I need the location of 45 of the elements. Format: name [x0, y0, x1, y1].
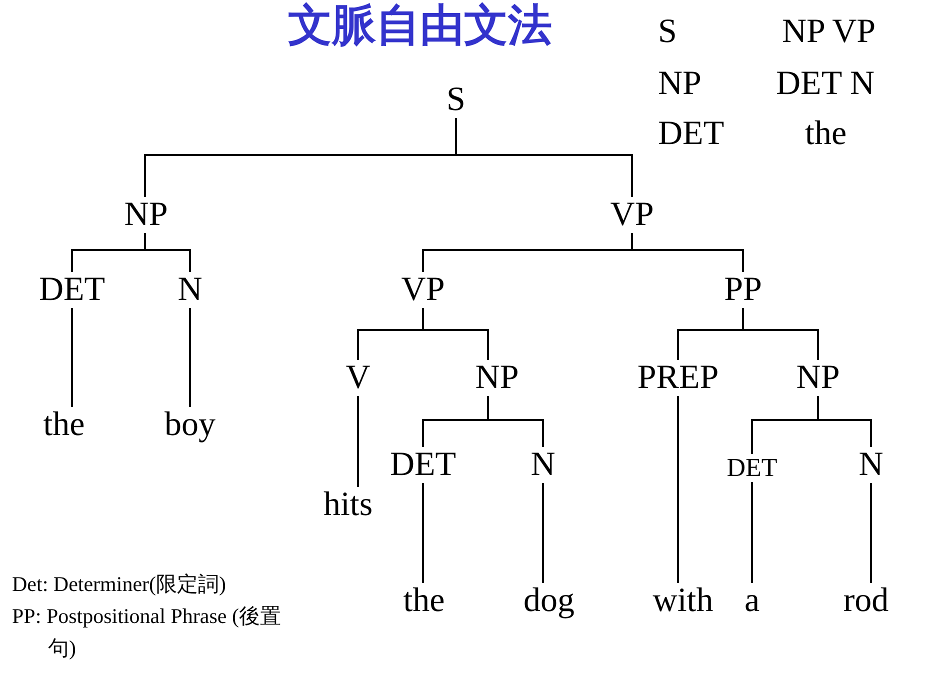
- tree-label: N: [858, 448, 884, 482]
- tree-branch: [357, 396, 359, 487]
- tree-label: dog: [524, 584, 574, 618]
- tree-branch: [817, 396, 872, 447]
- rule-symbol: NP VP: [782, 15, 876, 49]
- tree-label: hits: [323, 488, 373, 522]
- tree-branch: [422, 308, 489, 360]
- rule-symbol: NP: [658, 67, 702, 101]
- tree-branch: [144, 233, 191, 272]
- rule-symbol: DET: [658, 117, 724, 151]
- tree-label: a: [744, 584, 760, 618]
- tree-label: NP: [796, 361, 840, 395]
- note: PP: Postpositional Phrase (後置句): [12, 603, 282, 662]
- tree-label: rod: [843, 584, 889, 618]
- tree-label: VP: [610, 198, 654, 232]
- tree-label: VP: [401, 273, 445, 307]
- tree-branch: [487, 396, 544, 447]
- tree-branch: [455, 118, 633, 197]
- tree-branch: [677, 396, 679, 583]
- tree-branch: [189, 308, 191, 407]
- tree-label: DET: [390, 448, 456, 482]
- tree-branch: [870, 483, 872, 583]
- tree-label: S: [446, 83, 466, 117]
- tree-label: the: [43, 408, 85, 442]
- tree-label: NP: [475, 361, 519, 395]
- tree-label: PP: [724, 273, 762, 307]
- tree-label: N: [178, 273, 202, 307]
- tree-branch: [71, 308, 73, 407]
- tree-label: DET: [726, 455, 778, 481]
- tree-branch: [542, 483, 544, 583]
- tree-label: N: [530, 448, 556, 482]
- tree-label: with: [652, 584, 714, 618]
- tree-label: the: [403, 584, 445, 618]
- rule-symbol: the: [805, 117, 847, 151]
- title: 文脈自由文法: [287, 4, 553, 48]
- tree-label: boy: [164, 408, 216, 442]
- rule-symbol: S: [658, 15, 677, 49]
- note: Det: Determiner(限定詞): [12, 571, 228, 598]
- tree-label: V: [346, 361, 370, 395]
- tree-branch: [751, 482, 753, 583]
- rule-symbol: DET N: [776, 67, 875, 101]
- tree-branch: [422, 483, 424, 583]
- tree-label: DET: [38, 273, 106, 307]
- tree-label: PREP: [637, 361, 719, 395]
- tree-label: NP: [124, 198, 168, 232]
